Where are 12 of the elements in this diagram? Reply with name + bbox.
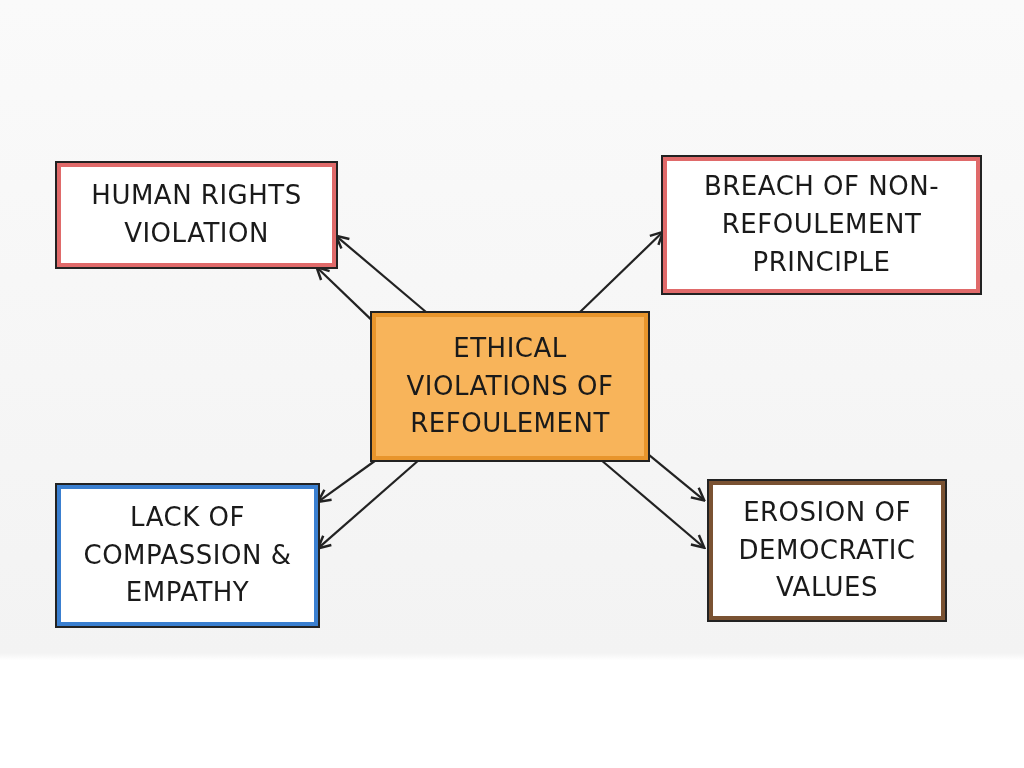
topic-label: EROSION OF DEMOCRATIC VALUES [737,495,917,605]
topic-box [57,163,336,267]
topic-box [663,157,980,293]
arrow [647,453,706,502]
topic-label: HUMAN RIGHTS VIOLATION [90,179,303,250]
topic-label: ETHICAL VIOLATIONS OF REFOULEMENT [405,331,615,441]
arrow [600,459,706,549]
topic-label: LACK OF COMPASSION & EMPATHY [82,500,293,610]
central-topic-box [372,313,648,460]
topic-label: BREACH OF NON-REFOULEMENT PRINCIPLE [702,170,941,279]
topic-box [57,485,318,626]
topic-box [709,481,945,620]
